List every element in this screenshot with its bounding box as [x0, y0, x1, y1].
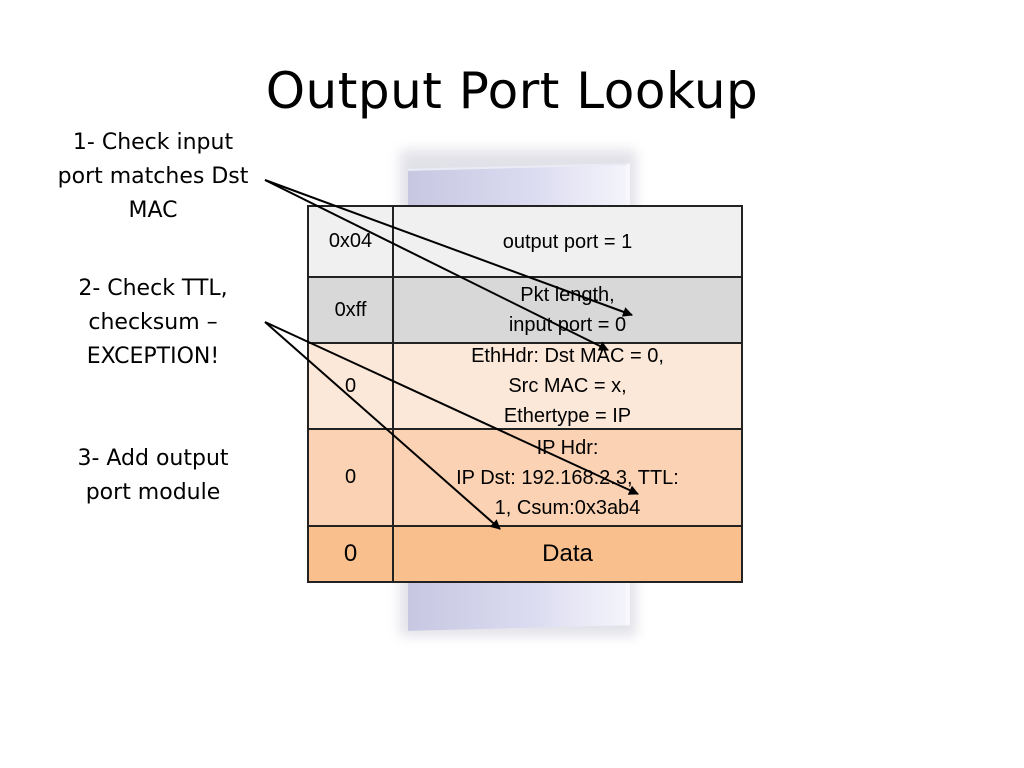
step-2-line-2: checksum – [88, 310, 218, 335]
row-2-line-1: Pkt length, [520, 284, 615, 306]
step-1-line-2: port matches Dst [57, 164, 249, 189]
row-5-content: Data [394, 527, 741, 581]
step-3-line-1: 3- Add output [77, 446, 229, 471]
packet-row-data: 0 Data [309, 527, 741, 581]
step-2-line-3: EXCEPTION! [86, 344, 220, 369]
row-1-line-1: output port = 1 [502, 230, 633, 253]
row-4-line-1: IP Hdr: [536, 436, 599, 459]
step-3-label: 3- Add output port module [40, 442, 266, 510]
packet-row-ip-header: 0 IP Hdr: IP Dst: 192.168.2.3, TTL: 1, C… [309, 430, 741, 527]
packet-row-meta-header: 0xff Pkt length, input port = 0 [309, 278, 741, 344]
packet-table: 0x04 output port = 1 0xff Pkt length, in… [307, 205, 743, 583]
packet-row-module-header: 0x04 output port = 1 [309, 207, 741, 278]
row-4-line-2: IP Dst: 192.168.2.3, TTL: [456, 466, 679, 489]
row-5-line-1: Data [542, 540, 593, 567]
row-1-ctrl: 0x04 [309, 207, 394, 276]
row-3-ctrl: 0 [309, 344, 394, 428]
row-3-content: EthHdr: Dst MAC = 0, Src MAC = x, Ethert… [394, 344, 741, 428]
slide-title: Output Port Lookup [265, 62, 759, 120]
row-4-ctrl: 0 [309, 430, 394, 525]
step-2-label: 2- Check TTL, checksum – EXCEPTION! [50, 272, 256, 374]
row-3-line-2: Src MAC = x, [508, 375, 627, 397]
packet-row-eth-header: 0 EthHdr: Dst MAC = 0, Src MAC = x, Ethe… [309, 344, 741, 430]
row-4-content: IP Hdr: IP Dst: 192.168.2.3, TTL: 1, Csu… [394, 430, 741, 525]
row-5-ctrl: 0 [309, 527, 394, 581]
row-2-line-2: input port = 0 [508, 314, 627, 336]
row-4-line-3: 1, Csum:0x3ab4 [494, 496, 641, 519]
step-3-line-2: port module [85, 480, 221, 505]
row-2-content: Pkt length, input port = 0 [394, 278, 741, 342]
row-2-ctrl: 0xff [309, 278, 394, 342]
row-3-line-3: Ethertype = IP [503, 405, 632, 427]
step-2-line-1: 2- Check TTL, [78, 276, 228, 301]
step-1-line-1: 1- Check input [72, 130, 234, 155]
step-1-line-3: MAC [128, 198, 178, 223]
step-1-label: 1- Check input port matches Dst MAC [40, 126, 266, 228]
row-3-line-1: EthHdr: Dst MAC = 0, [471, 345, 664, 367]
row-1-content: output port = 1 [394, 207, 741, 276]
